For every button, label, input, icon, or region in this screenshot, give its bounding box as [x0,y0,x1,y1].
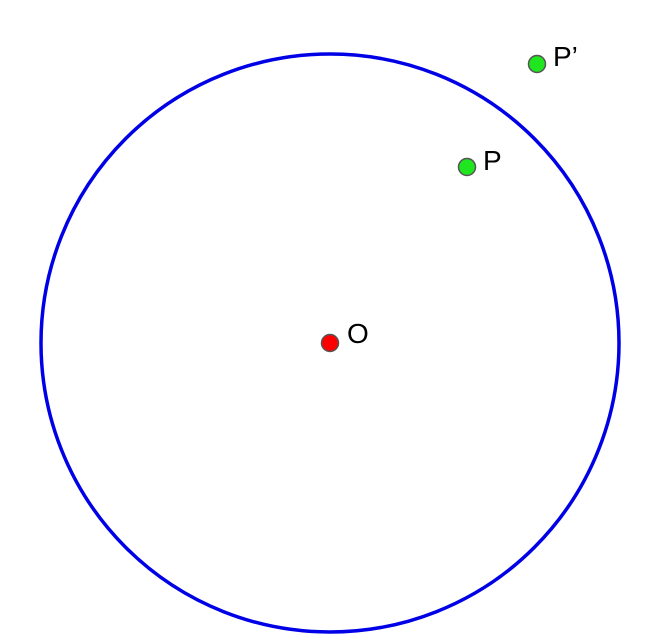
point-p-prime-marker[interactable] [527,54,547,74]
inversion-circle [39,52,621,634]
point-o[interactable]: O [320,318,369,353]
point-o-label: O [347,318,369,349]
point-p-prime[interactable]: P’ [527,41,578,74]
point-o-marker[interactable] [320,333,340,353]
point-p-label: P [483,145,502,176]
point-p-marker[interactable] [457,157,477,177]
point-p-prime-label: P’ [553,41,578,72]
point-p[interactable]: P [457,145,502,177]
